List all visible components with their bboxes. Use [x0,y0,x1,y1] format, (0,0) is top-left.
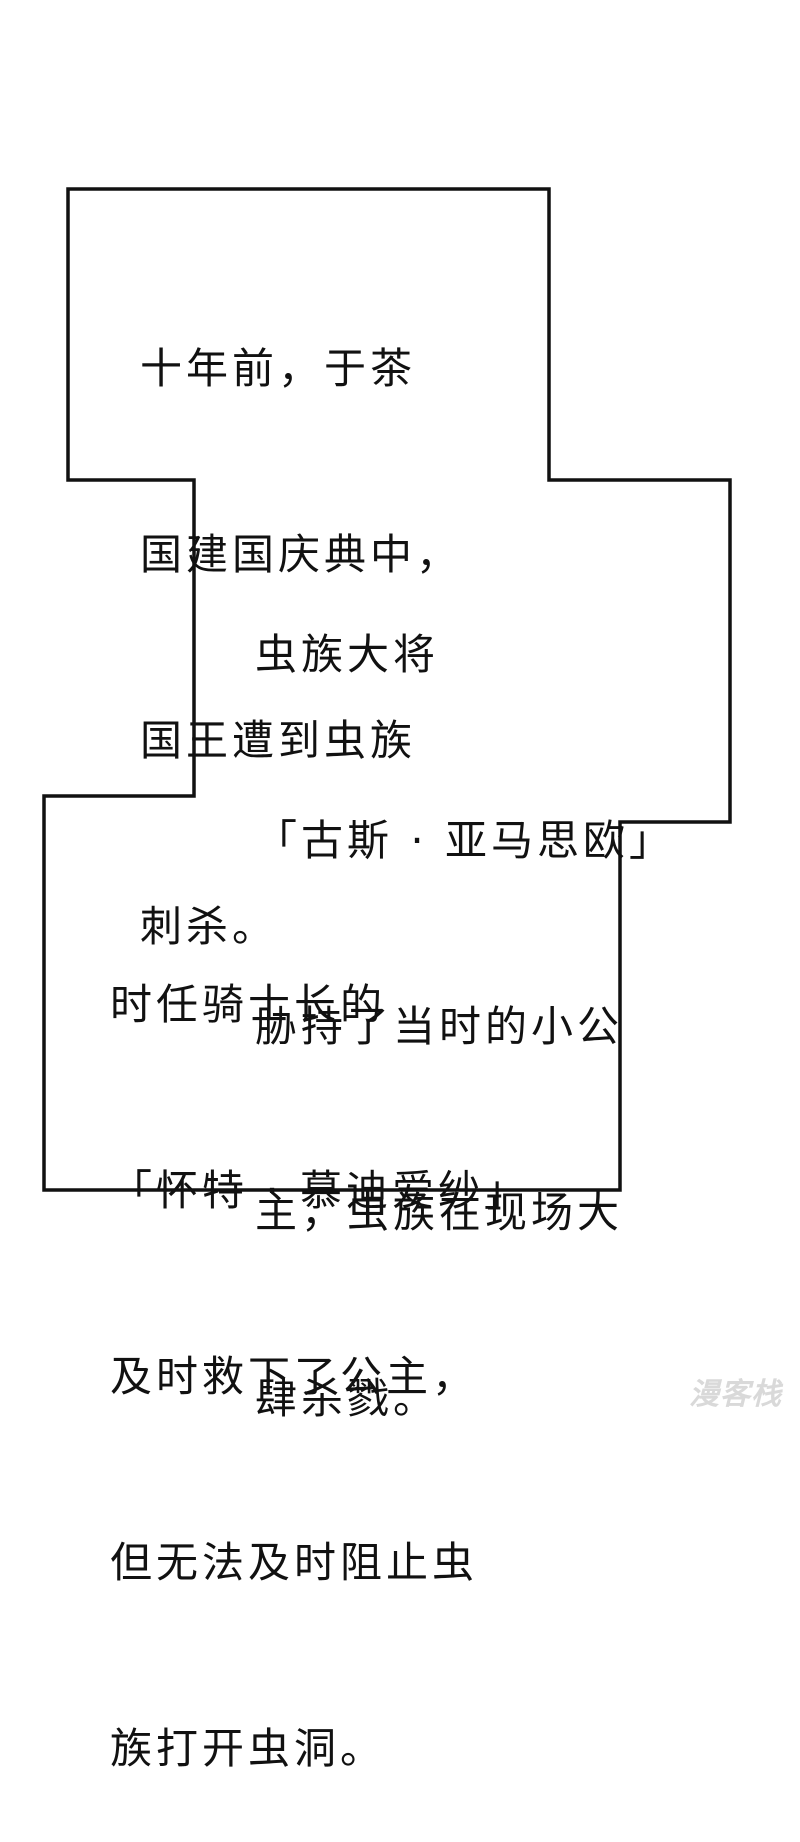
caption-line: 国建国庆典中， [140,530,463,579]
caption-line: 国王遭到虫族 [140,716,417,765]
caption-line: 族打开虫洞。 [110,1724,387,1773]
caption-line: 及时救下了公主， [110,1352,479,1401]
caption-line: 「古斯 · 亚马思欧」 [255,816,676,865]
caption-line: 「怀特 · 慕迪爱纱」 [110,1166,531,1215]
caption-box-outline [42,187,732,1192]
caption-line: 主，虫族在现场大 [255,1188,624,1237]
caption-line: 十年前，于茶 [140,344,417,393]
caption-line: 但无法及时阻止虫 [110,1538,479,1587]
caption-paragraph-1: 十年前，于茶 国建国庆典中， 国王遭到虫族 刺杀。 [140,214,462,1020]
caption-line: 刺杀。 [140,902,279,951]
caption-line: 胁持了当时的小公 [255,1002,624,1051]
caption-paragraph-3: 时任骑士长的 「怀特 · 慕迪爱纱」 及时救下了公主， 但无法及时阻止虫 族打开… [110,850,530,1842]
caption-line: 肆杀戮。 [255,1374,440,1423]
caption-paragraph-2: 虫族大将 「古斯 · 亚马思欧」 胁持了当时的小公 主，虫族在现场大 肆杀戮。 [255,500,675,1492]
watermark-logo: 漫客栈 [689,1377,782,1412]
caption-line: 时任骑士长的 [110,980,387,1029]
caption-line: 虫族大将 [255,630,440,679]
